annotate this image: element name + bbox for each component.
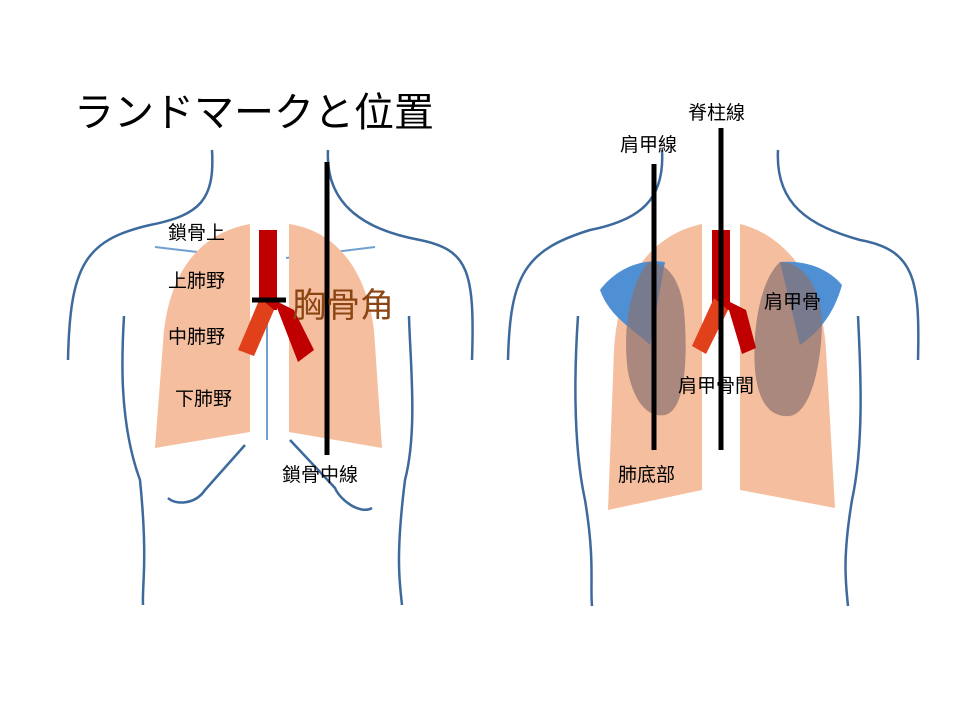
label-midclavicular-line: 鎖骨中線	[282, 464, 359, 486]
page-title: ランドマークと位置	[74, 90, 434, 136]
back-right-bronchus	[726, 300, 756, 354]
front-body-outline	[66, 149, 474, 606]
back-right-scapula-overlay	[754, 262, 822, 417]
label-lower-lung: 下肺野	[175, 388, 233, 410]
front-trachea	[259, 230, 277, 310]
label-interscapular: 肩甲骨間	[678, 375, 755, 397]
front-right-lung	[289, 224, 382, 448]
label-scapular-line: 肩甲線	[620, 134, 678, 156]
label-scapula: 肩甲骨	[764, 291, 822, 313]
label-vertebral-line: 脊柱線	[688, 102, 746, 124]
front-right-bronchus	[274, 300, 314, 362]
label-sternal-angle: 胸骨角	[292, 286, 394, 326]
label-supraclavicular: 鎖骨上	[168, 222, 226, 244]
label-middle-lung: 中肺野	[168, 326, 226, 348]
back-view	[506, 128, 920, 607]
label-upper-lung: 上肺野	[168, 270, 226, 292]
front-view	[66, 149, 474, 606]
back-body-outline	[506, 149, 920, 607]
label-lung-base: 肺底部	[618, 464, 676, 486]
front-left-lung	[155, 224, 250, 448]
front-left-bronchus	[238, 298, 274, 356]
